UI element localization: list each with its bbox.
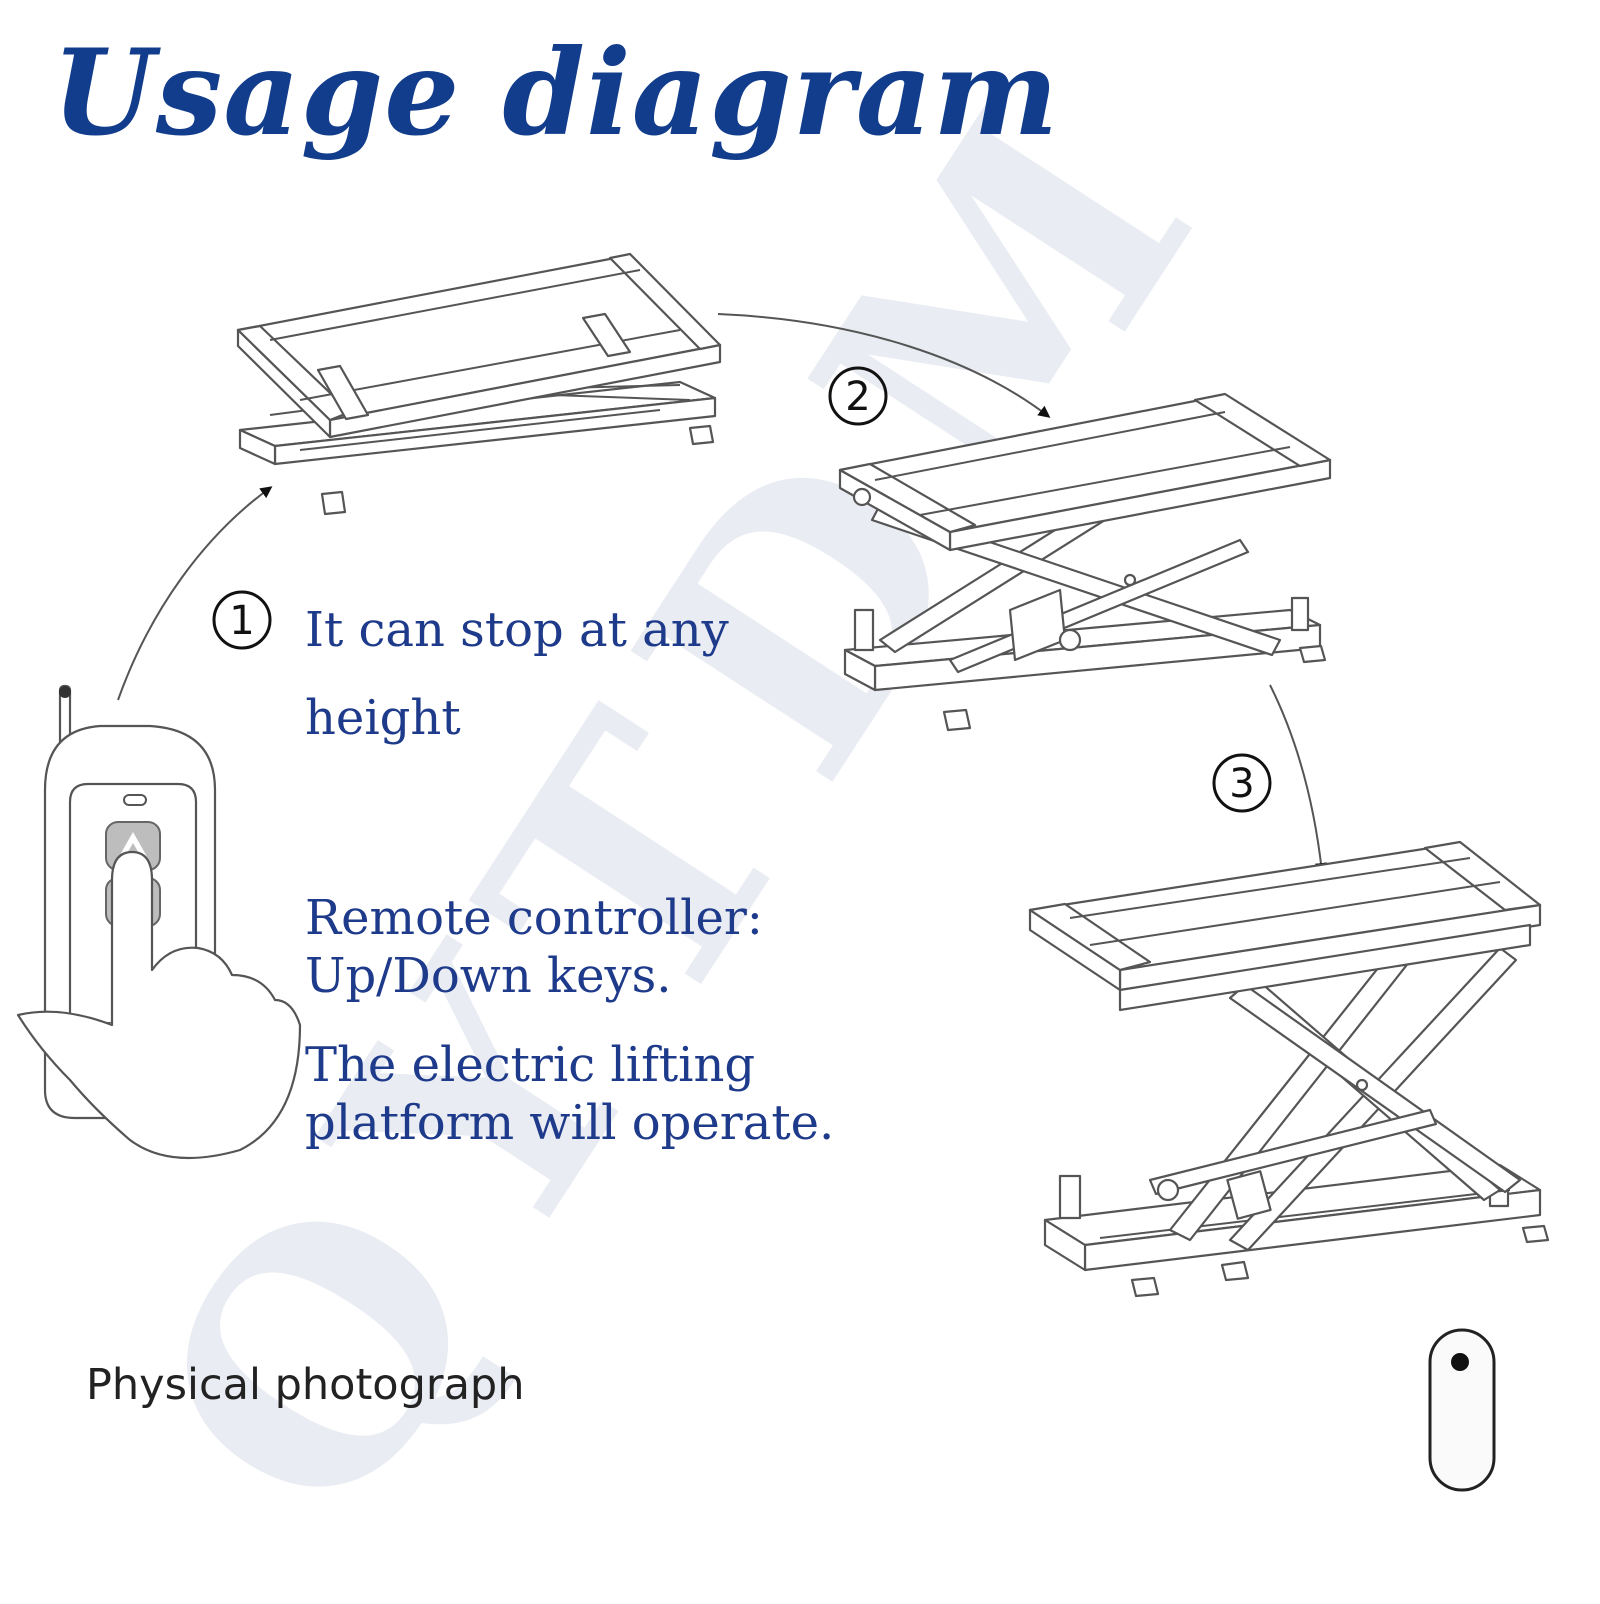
remote-text-line-1: Remote controller: <box>305 890 763 946</box>
step-3-marker: 3 <box>1212 753 1272 813</box>
small-remote-photo-icon <box>1428 1328 1496 1492</box>
remote-text-line-2: Up/Down keys. <box>305 948 672 1004</box>
step-1-marker: 1 <box>212 590 272 650</box>
svg-text:2: 2 <box>845 374 870 420</box>
watermark-text: QYTDM <box>80 12 1288 1582</box>
svg-text:3: 3 <box>1229 761 1254 807</box>
operate-text-line-2: platform will operate. <box>305 1095 835 1151</box>
page-title: Usage diagram <box>52 23 1060 162</box>
lift-platform-raised <box>1028 840 1550 1298</box>
stop-text-line-1: It can stop at any <box>305 602 729 658</box>
svg-text:1: 1 <box>229 598 254 644</box>
physical-photograph-label: Physical photograph <box>86 1360 525 1410</box>
lift-platform-collapsed <box>236 252 722 516</box>
pointing-hand-icon <box>16 850 302 1160</box>
arrow-to-step-2 <box>717 313 1051 418</box>
operate-text-line-1: The electric lifting <box>305 1037 756 1093</box>
lift-platform-mid <box>838 392 1332 732</box>
arrow-to-step-1 <box>117 486 273 701</box>
stop-text-line-2: height <box>305 690 461 746</box>
step-2-marker: 2 <box>828 366 888 426</box>
arrow-to-step-3 <box>1269 684 1327 875</box>
